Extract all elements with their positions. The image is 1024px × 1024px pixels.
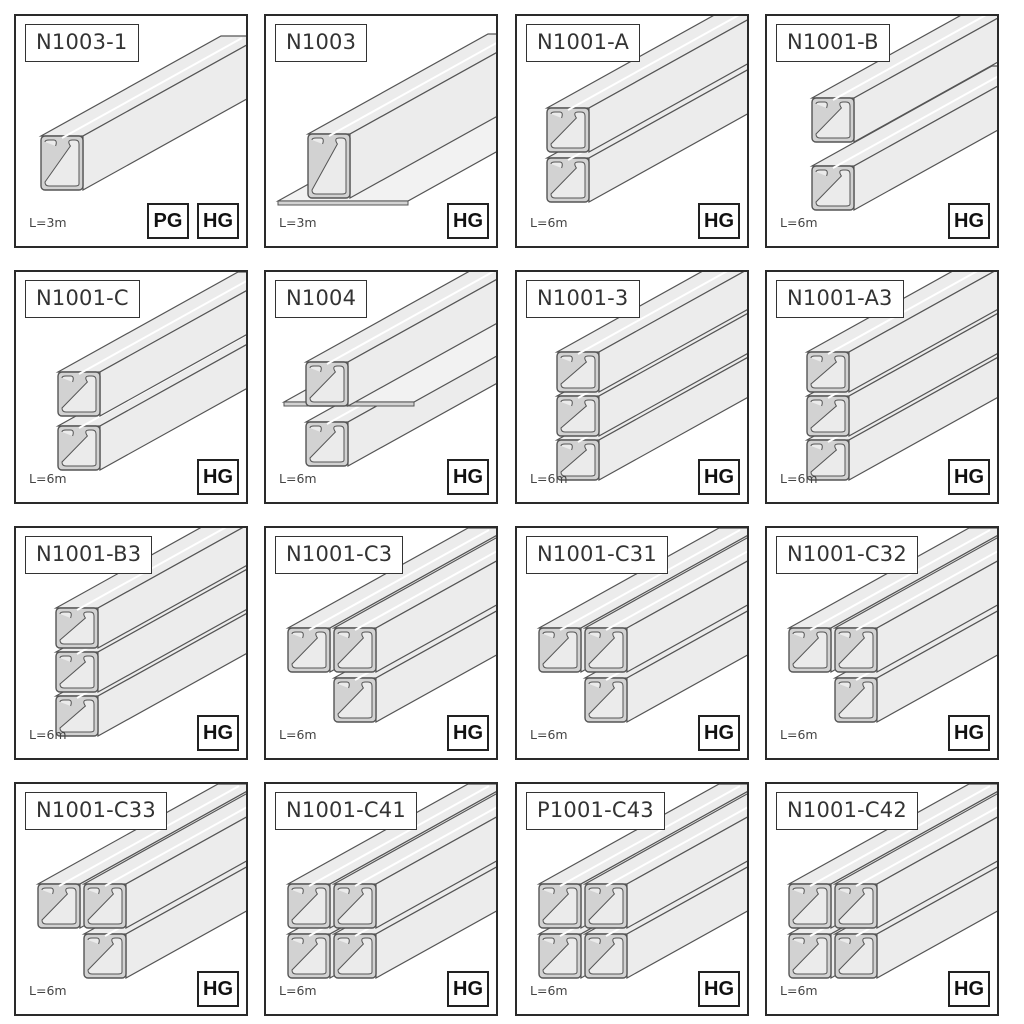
channel-profile-illustration [285,528,496,724]
channel-profile-illustration [281,272,496,468]
product-code-label: N1003 [275,24,368,62]
finish-badges: HG [948,459,990,495]
finish-badges: HG [197,459,239,495]
product-card[interactable]: N1001-A L=6m HG [515,14,749,248]
finish-badges: HG [447,715,489,751]
product-code-label: N1001-C42 [776,792,918,830]
product-card[interactable]: N1001-C L=6m HG [14,270,248,504]
product-code-label: N1004 [275,280,368,318]
channel-profile-illustration [35,784,246,980]
length-label: L=6m [279,727,317,742]
length-label: L=6m [530,215,568,230]
length-label: L=6m [530,727,568,742]
finish-badge-hg: HG [948,715,990,751]
length-label: L=3m [279,215,317,230]
finish-badge-hg: HG [948,203,990,239]
finish-badge-hg: HG [948,971,990,1007]
finish-badge-hg: HG [698,971,740,1007]
channel-profile-illustration [38,35,246,192]
channel-profile-illustration [544,16,747,204]
length-label: L=6m [780,471,818,486]
length-label: L=6m [29,983,67,998]
product-code-label: N1001-C3 [275,536,404,574]
product-card[interactable]: N1001-B L=6m HG [765,14,999,248]
finish-badges: HG [948,971,990,1007]
product-code-label: N1001-A [526,24,641,62]
product-code-label: P1001-C43 [526,792,665,830]
finish-badge-hg: HG [698,203,740,239]
finish-badges: HG [948,203,990,239]
finish-badges: HG [698,715,740,751]
channel-profile-illustration [53,528,246,738]
finish-badge-hg: HG [948,459,990,495]
finish-badges: HG [698,459,740,495]
product-code-label: N1001-C41 [275,792,417,830]
length-label: L=6m [530,983,568,998]
finish-badge-hg: HG [698,715,740,751]
channel-profile-illustration [275,33,496,206]
finish-badge-hg: HG [197,203,239,239]
channel-profile-illustration [536,784,747,980]
product-code-label: N1001-3 [526,280,640,318]
finish-badge-hg: HG [447,971,489,1007]
channel-profile-illustration [786,528,997,724]
length-label: L=6m [29,471,67,486]
channel-profile-illustration [55,272,246,472]
length-label: L=3m [29,215,67,230]
finish-badge-hg: HG [197,715,239,751]
finish-badge-hg: HG [197,971,239,1007]
finish-badge-hg: HG [698,459,740,495]
finish-badge-hg: HG [197,459,239,495]
length-label: L=6m [780,727,818,742]
channel-profile-illustration [285,784,496,980]
product-code-label: N1001-B3 [25,536,153,574]
finish-badge-hg: HG [447,203,489,239]
finish-badges: HG [948,715,990,751]
channel-profile-illustration [809,16,997,212]
product-code-label: N1001-C [25,280,140,318]
length-label: L=6m [780,983,818,998]
finish-badge-hg: HG [447,715,489,751]
finish-badges: HG [698,971,740,1007]
product-code-label: N1003-1 [25,24,139,62]
product-code-label: N1001-C31 [526,536,668,574]
finish-badges: HG [197,971,239,1007]
finish-badge-pg: PG [147,203,189,239]
finish-badges: HG [197,715,239,751]
channel-profile-illustration [786,784,997,980]
length-label: L=6m [279,983,317,998]
length-label: L=6m [279,471,317,486]
finish-badges: HG [698,203,740,239]
product-code-label: N1001-B [776,24,890,62]
finish-badges: HG [447,459,489,495]
product-code-label: N1001-C33 [25,792,167,830]
length-label: L=6m [530,471,568,486]
finish-badge-hg: HG [447,459,489,495]
length-label: L=6m [29,727,67,742]
product-code-label: N1001-A3 [776,280,904,318]
channel-profile-illustration [554,272,747,482]
product-code-label: N1001-C32 [776,536,918,574]
finish-badges: HG [447,203,489,239]
length-label: L=6m [780,215,818,230]
finish-badges: HG [447,971,489,1007]
